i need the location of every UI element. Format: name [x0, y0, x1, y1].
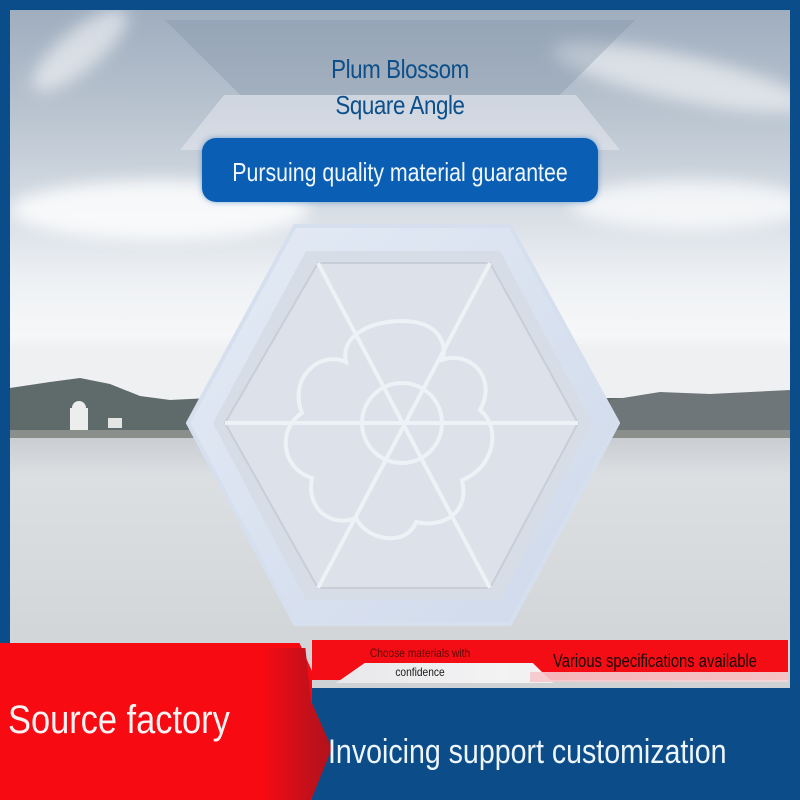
title-line-1: Plum Blossom [331, 54, 469, 84]
source-factory-text: Source factory [8, 698, 230, 742]
invoicing-text: Invoicing support customization [328, 733, 727, 771]
strip-notch [336, 663, 554, 683]
title-line-2: Square Angle [335, 90, 465, 120]
confidence-text: confidence [395, 665, 445, 679]
source-factory-block [0, 643, 312, 800]
slogan-banner [202, 138, 598, 202]
slogan-text: Pursuing quality material guarantee [232, 157, 568, 187]
strip-fade [530, 672, 788, 682]
choose-materials-text: Choose materials with [369, 646, 471, 660]
cloud [570, 180, 790, 230]
hexagon-mold-image [186, 224, 620, 626]
title-plate [165, 20, 635, 95]
specifications-text: Various specifications available [552, 651, 758, 671]
